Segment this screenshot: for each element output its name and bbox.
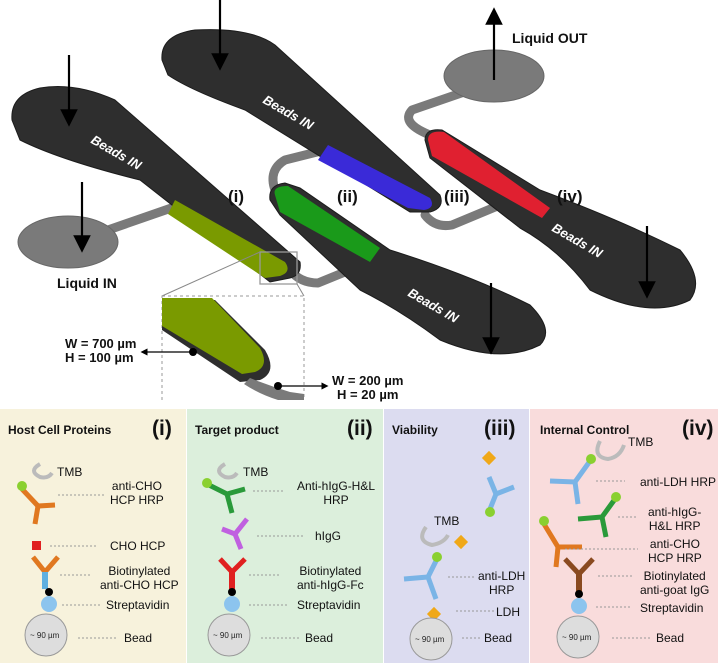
panel-title: Viability — [392, 423, 438, 437]
ldh-free-2 — [453, 534, 469, 550]
panel-title: Internal Control — [540, 423, 630, 437]
biotin-dot — [45, 588, 53, 596]
microfluidic-chip-diagram: Beads IN Beads IN Beads IN Beads IN Liqu… — [11, 0, 697, 402]
channel-iv — [424, 129, 697, 309]
label-higg: hIgG — [315, 529, 342, 543]
label-bead: Bead — [124, 631, 153, 645]
channel-ii — [269, 182, 547, 355]
antigen-higg — [221, 517, 249, 550]
liquid-in-label: Liquid IN — [57, 275, 117, 291]
bead-size: ~ 90 µm — [30, 631, 60, 640]
antibody-anti-cho-hcp-hrp — [539, 516, 582, 568]
antibody-biotinylated-anti-goat-igg — [563, 557, 595, 591]
antibody-anti-ldh-hrp — [403, 552, 442, 600]
beads-i — [168, 200, 288, 278]
chamber-width: W = 700 µm — [65, 336, 137, 351]
streptavidin — [571, 598, 587, 614]
label-streptavidin: Streptavidin — [106, 598, 170, 612]
label-streptavidin: Streptavidin — [297, 598, 361, 612]
channel-iii — [161, 29, 442, 213]
streptavidin — [41, 596, 57, 612]
channel-label-iv: (iv) — [557, 187, 583, 206]
beads-ii — [274, 186, 380, 262]
panel-numeral: (iv) — [682, 417, 714, 440]
label-bead: Bead — [305, 631, 334, 645]
label-streptavidin: Streptavidin — [640, 601, 704, 615]
tmb-arrow-icon — [217, 462, 239, 480]
channel-label-i: (i) — [228, 187, 245, 206]
antibody-biotinylated-anti-higg-fc — [218, 557, 247, 589]
channel-dimensions: W = 200 µm H = 20 µm — [332, 374, 403, 402]
panel-i-illustration — [17, 462, 118, 657]
label-ldh: LDH — [496, 605, 521, 619]
beads-iii — [318, 145, 432, 210]
panel-numeral: (iii) — [484, 417, 516, 440]
antibody-anti-ldh-hrp — [549, 454, 596, 505]
panel-internal-control: Internal Control (iv) T — [530, 409, 718, 663]
chamber-height: H = 100 µm — [65, 350, 134, 365]
panel-iv-illustration — [539, 440, 650, 659]
bead-size: ~ 90 µm — [562, 633, 592, 642]
streptavidin — [224, 596, 240, 612]
antibody-biotinylated-anti-cho-hcp — [31, 555, 60, 589]
cho-hcp-antigen — [32, 541, 41, 550]
bead — [207, 613, 251, 657]
tmb-label: TMB — [57, 465, 83, 479]
label-bead: Bead — [484, 631, 513, 645]
tmb-label: TMB — [434, 514, 460, 528]
channel-height: H = 20 µm — [337, 387, 399, 402]
antibody-anti-higg-hl-hrp — [577, 492, 621, 538]
channel-label-ii: (ii) — [337, 187, 358, 206]
label-anti-ldh-hrp: anti-LDH HRP — [640, 475, 717, 489]
inset-zoom — [140, 251, 329, 400]
panel-numeral: (i) — [152, 417, 172, 440]
tmb-label: TMB — [628, 435, 654, 449]
label-bead: Bead — [656, 631, 685, 645]
bead — [556, 615, 600, 659]
biotin-dot — [228, 588, 236, 596]
bead — [24, 613, 68, 657]
tmb-arrow-icon — [595, 440, 626, 462]
flow-arrows — [60, 0, 656, 355]
antibody-anti-higg-hl-hrp — [202, 478, 246, 514]
bead-size: ~ 90 µm — [415, 635, 445, 644]
panel-ii-illustration — [202, 462, 305, 657]
channel-width: W = 200 µm — [332, 373, 404, 388]
ldh-free — [481, 450, 497, 466]
tmb-arrow-icon — [32, 462, 54, 480]
chamber-dimensions: W = 700 µm H = 100 µm — [65, 337, 136, 365]
panel-numeral: (ii) — [347, 417, 373, 440]
label-cho-hcp: CHO HCP — [110, 539, 166, 553]
beads-iv — [428, 131, 550, 218]
panel-iii-illustration — [403, 450, 515, 661]
bead-size: ~ 90 µm — [213, 631, 243, 640]
chip-svg — [11, 0, 697, 400]
channel-i — [11, 86, 301, 283]
antibody-anti-cho-hcp-hrp — [17, 481, 56, 525]
biotin-dot — [575, 590, 583, 598]
tmb-arrow-icon — [420, 525, 450, 548]
liquid-in-reservoir — [17, 215, 119, 269]
liquid-out-label: Liquid OUT — [512, 30, 588, 46]
bead — [409, 617, 453, 661]
antibody-anti-ldh-hrp-free — [485, 476, 515, 517]
panel-title: Target product — [195, 423, 279, 437]
channel-label-iii: (iii) — [444, 187, 470, 206]
label-anti-higg-hl-hrp: anti-hIgG-H&L HRP — [648, 505, 702, 533]
panel-title: Host Cell Proteins — [8, 423, 112, 437]
tmb-label: TMB — [243, 465, 269, 479]
